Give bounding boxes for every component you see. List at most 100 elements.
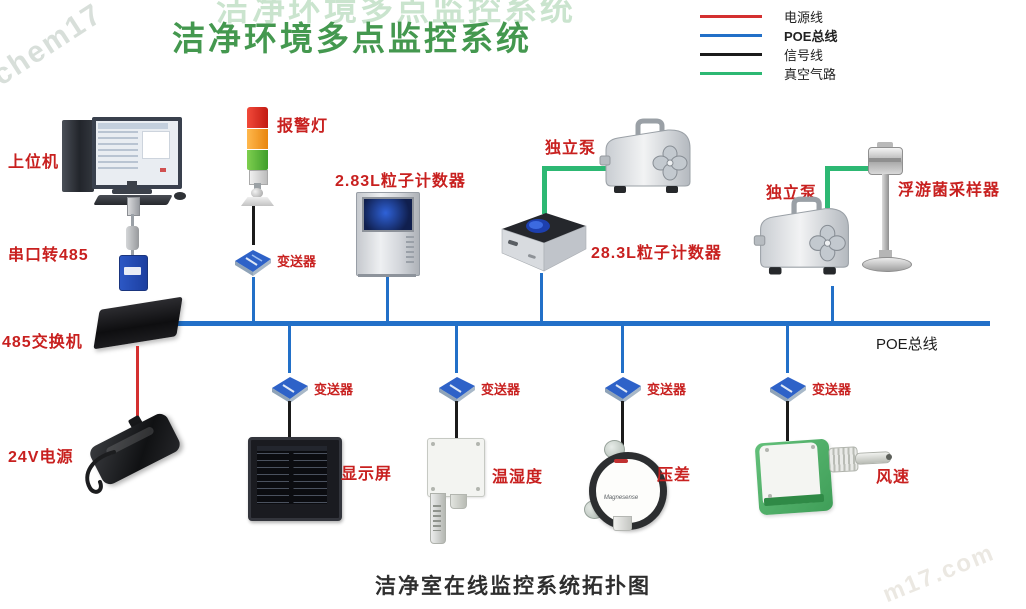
counter-2830-label: 28.3L粒子计数器 <box>591 245 722 262</box>
wind-screw-bl <box>768 494 772 498</box>
legend-label-signal: 信号线 <box>784 48 824 63</box>
pc-tower <box>62 120 94 192</box>
watermark-top-left: chem17 <box>0 0 109 93</box>
switch-body <box>93 296 183 350</box>
pump-left-label: 独立泵 <box>545 140 597 157</box>
sampler-base <box>862 257 912 272</box>
transmitter-icon-wind <box>770 377 806 403</box>
wind-probe-tip <box>886 454 892 460</box>
poe-bus-label: POE总线 <box>876 336 938 353</box>
serial-converter-label: 串口转485 <box>8 247 89 264</box>
display-label: 显示屏 <box>341 466 393 483</box>
temp-humidity-label: 温湿度 <box>492 469 544 486</box>
poe-stem-pressure <box>621 326 624 373</box>
transmitter-display-label: 变送器 <box>314 382 354 397</box>
pc-screen-toolbar <box>98 123 168 129</box>
sampler-pole <box>882 174 889 258</box>
pc-mouse <box>174 192 186 200</box>
gauge-face-text: Magnesense <box>603 495 639 501</box>
sampler-band <box>868 158 901 162</box>
power-line-24v <box>136 346 139 420</box>
poe-stem-counter-2830 <box>540 273 543 321</box>
gauge-brand-mark <box>614 459 628 463</box>
vacuum-line-right-v <box>825 166 830 208</box>
legend-line-poe <box>700 34 762 37</box>
signal-line-alarm <box>252 206 255 245</box>
legend-label-poe: POE总线 <box>784 29 838 44</box>
counter-283-label: 2.83L粒子计数器 <box>335 173 466 190</box>
counter-283-screen <box>362 197 414 232</box>
sampler-cap <box>877 142 893 148</box>
pc-screen-reddot <box>160 168 166 172</box>
transmitter-wind-label: 变送器 <box>812 382 852 397</box>
legend-line-vacuum <box>700 72 762 75</box>
sampler-stem <box>879 250 892 260</box>
poe-stem-display <box>288 326 291 373</box>
sampler-label: 浮游菌采样器 <box>898 182 1001 199</box>
th-gland <box>450 494 467 509</box>
signal-line-th <box>455 401 458 439</box>
wind-screw-tl <box>765 448 769 452</box>
signal-line-display <box>288 401 291 438</box>
pump-left-image <box>599 118 691 193</box>
vacuum-line-left-h <box>542 166 606 171</box>
transmitter-icon-pressure <box>605 377 641 403</box>
diagram-caption: 洁净室在线监控系统拓扑图 <box>375 575 651 598</box>
vacuum-line-left-v <box>542 166 547 214</box>
gauge-fitting <box>613 516 632 531</box>
legend-label-vacuum: 真空气路 <box>784 67 837 82</box>
pressure-label: 压差 <box>657 467 692 484</box>
counter-283-vents <box>406 236 414 266</box>
tower-light-orange <box>247 129 268 149</box>
pc-screen-rows <box>98 131 138 171</box>
th-screw-tl <box>431 442 435 446</box>
display-panel-screen <box>257 446 327 504</box>
tower-light-green <box>247 150 268 170</box>
poe-stem-th <box>455 326 458 373</box>
tower-light-red <box>247 107 268 128</box>
pump-right-image <box>753 196 849 275</box>
legend-line-power <box>700 15 762 18</box>
poe-stem-wind <box>786 326 789 373</box>
legend-label-power: 电源线 <box>784 10 824 25</box>
transmitter-icon-th <box>439 377 475 403</box>
poe-bus-line <box>150 321 990 326</box>
switch-485-label: 485交换机 <box>2 334 83 351</box>
usb-ferrite <box>126 226 139 250</box>
tower-light-bracket <box>241 197 274 206</box>
transmitter-pressure-label: 变送器 <box>647 382 687 397</box>
wind-screw-tr <box>811 445 815 449</box>
transmitter-th-label: 变送器 <box>481 382 521 397</box>
power-24v-label: 24V电源 <box>8 449 74 466</box>
signal-line-wind <box>786 401 789 441</box>
pc-screen-window <box>142 131 170 159</box>
pc-stand-base <box>112 189 152 194</box>
converter-body <box>119 255 148 291</box>
page-title-ghost: 洁净环境多点监控系统 <box>216 0 576 27</box>
transmitter-alarm-label: 变送器 <box>277 254 317 269</box>
wind-label: 风速 <box>876 469 911 486</box>
tower-light-stem <box>254 183 261 189</box>
th-box <box>427 438 485 497</box>
display-panel-header <box>257 446 327 451</box>
pc-stand <box>127 181 137 189</box>
transmitter-icon-alarm <box>235 250 271 276</box>
pump-handle <box>635 118 665 138</box>
th-probe-slots <box>433 505 441 531</box>
poe-stem-pump-right <box>831 286 834 321</box>
legend-line-signal <box>700 53 762 56</box>
page-title: 洁净环境多点监控系统 <box>172 20 532 57</box>
host-computer-label: 上位机 <box>8 154 60 171</box>
tower-light-joint <box>251 188 263 198</box>
alarm-light-label: 报警灯 <box>277 118 329 135</box>
converter-label-plate <box>124 267 141 275</box>
adapter-cable <box>85 450 116 494</box>
th-screw-tr <box>476 442 480 446</box>
signal-line-pressure <box>621 401 624 454</box>
th-screw-br <box>476 487 480 491</box>
counter-283-foot <box>358 274 416 277</box>
usb-wire-2 <box>131 250 134 255</box>
th-screw-bl <box>431 487 435 491</box>
poe-stem-alarm <box>252 277 255 321</box>
